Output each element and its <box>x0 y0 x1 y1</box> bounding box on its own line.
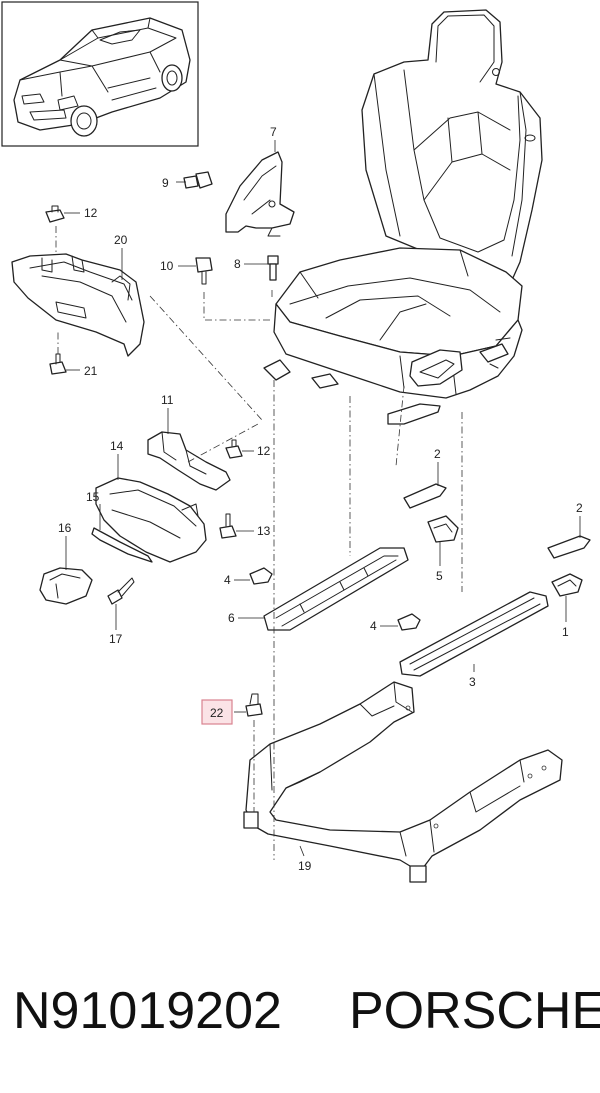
part-20-screw <box>49 353 67 375</box>
callout-3: 3 <box>469 675 476 689</box>
part-number: N91019202 <box>13 982 282 1040</box>
callout-17: 17 <box>109 632 123 646</box>
callout-13: 13 <box>257 524 271 538</box>
parts-diagram: 7 9 8 10 12 20 21 11 12 14 15 13 16 17 4… <box>1 1 591 883</box>
part-3-rail <box>399 591 549 677</box>
callout-11: 11 <box>161 393 174 407</box>
callout-1: 1 <box>562 625 569 639</box>
part-14-cover <box>95 477 207 563</box>
callout-22: 22 <box>210 706 224 720</box>
part-15-strip <box>91 527 153 563</box>
part-9-screw <box>183 171 213 189</box>
callout-9: 9 <box>162 176 169 190</box>
assembly-lines <box>55 226 463 860</box>
part-2-clip-upper <box>403 483 447 509</box>
callout-4-upper: 4 <box>224 573 231 587</box>
callout-19: 20 <box>114 233 128 247</box>
callout-16: 16 <box>58 521 72 535</box>
callout-7: 7 <box>270 125 277 139</box>
part-16-ring <box>39 567 93 605</box>
callout-21: 19 <box>298 859 312 873</box>
part-2-clip-right <box>547 535 591 559</box>
callout-8: 8 <box>234 257 241 271</box>
part-4-cap-upper <box>249 567 273 585</box>
part-13-screw <box>219 513 237 539</box>
part-19-panel <box>11 253 145 357</box>
callout-12-top: 12 <box>84 206 98 220</box>
leader-lines <box>64 140 581 857</box>
callout-20: 21 <box>84 364 98 378</box>
caption: N91019202 PORSCHE <box>0 978 600 1048</box>
part-21-frame <box>243 681 563 883</box>
callout-15: 15 <box>86 490 100 504</box>
part-22-bolt <box>245 693 263 717</box>
callout-4-lower: 4 <box>370 619 377 633</box>
brand-name: PORSCHE <box>349 982 600 1040</box>
callout-5: 5 <box>436 569 443 583</box>
callout-6: 6 <box>228 611 235 625</box>
part-5-slider <box>427 515 459 543</box>
callout-2-upper: 2 <box>434 447 441 461</box>
seat-assembly <box>263 9 543 425</box>
part-6-rail <box>263 547 409 631</box>
part-8-stud <box>267 255 279 281</box>
part-12-clip-top <box>45 205 65 223</box>
part-12-clip-mid <box>225 439 243 459</box>
highlight-box-22 <box>201 699 233 725</box>
callout-2-right: 2 <box>576 501 583 515</box>
part-11-bracket <box>147 431 231 491</box>
part-4-cap-lower <box>397 613 421 631</box>
callout-14: 14 <box>110 439 124 453</box>
part-1-slider <box>551 573 583 597</box>
part-17-screw <box>107 577 135 605</box>
part-10-screw <box>195 257 213 285</box>
part-7-cover <box>225 151 295 237</box>
callout-10: 10 <box>160 259 174 273</box>
callout-12-mid: 12 <box>257 444 271 458</box>
callout-labels: 7 9 8 10 12 20 21 11 12 14 15 13 16 17 4… <box>58 125 583 873</box>
vehicle-thumbnail <box>1 1 199 147</box>
